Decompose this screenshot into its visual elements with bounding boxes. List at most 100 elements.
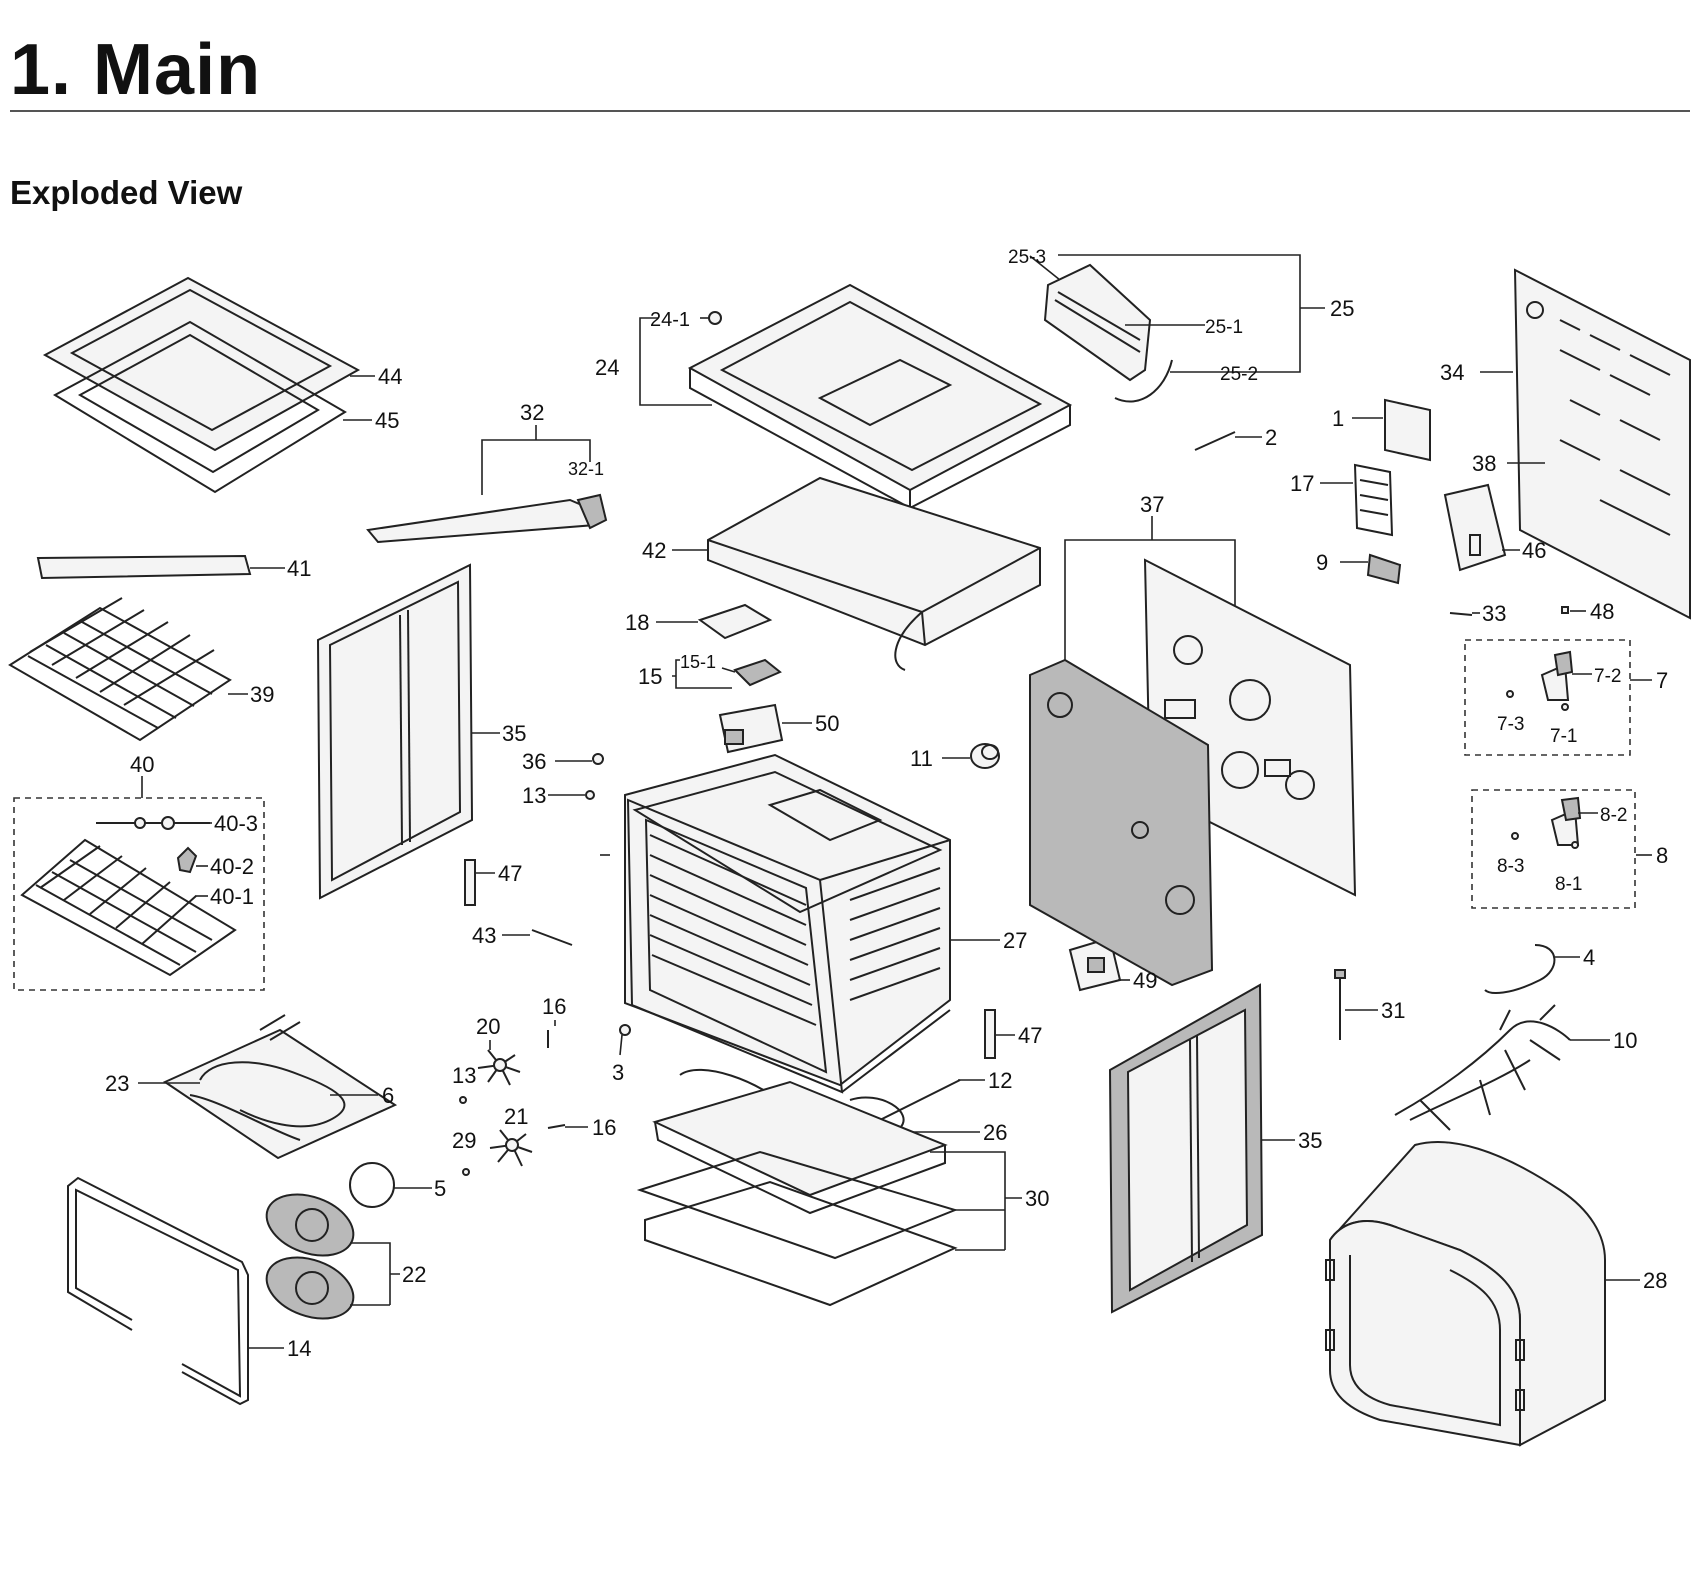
callout-41: 41 xyxy=(287,556,311,581)
callout-35-left: 35 xyxy=(502,721,526,746)
callout-48: 48 xyxy=(1590,599,1614,624)
callout-47-b: 47 xyxy=(1018,1023,1042,1048)
callout-39: 39 xyxy=(250,682,274,707)
callout-28: 28 xyxy=(1643,1268,1667,1293)
part-35-door-frame-left xyxy=(316,563,474,900)
part-50-block xyxy=(718,703,784,754)
callout-27: 27 xyxy=(1003,928,1027,953)
callout-42: 42 xyxy=(642,538,666,563)
part-43-pin xyxy=(531,929,573,946)
part-20-fan-blade xyxy=(477,1049,521,1086)
callout-12: 12 xyxy=(988,1068,1012,1093)
part-37-insulation-panel xyxy=(1029,658,1214,987)
part-36-screw xyxy=(592,753,604,765)
callout-35-right: 35 xyxy=(1298,1128,1322,1153)
part-25-2-wire xyxy=(1114,359,1173,403)
part-30-bottom-panel xyxy=(636,1080,959,1307)
callout-16-b: 16 xyxy=(592,1115,616,1140)
part-14-door-gasket xyxy=(67,1176,249,1406)
callout-50: 50 xyxy=(815,711,839,736)
page-title: 1. Main xyxy=(10,30,262,110)
title-divider xyxy=(10,110,1690,112)
callout-44: 44 xyxy=(378,364,402,389)
part-39-oven-rack xyxy=(8,597,232,742)
callout-40-3: 40-3 xyxy=(214,811,258,836)
part-29-screw xyxy=(462,1168,470,1176)
callout-25: 25 xyxy=(1330,296,1354,321)
callout-20: 20 xyxy=(476,1014,500,1039)
part-27-oven-cavity xyxy=(624,753,951,1094)
callout-25-2: 25-2 xyxy=(1220,364,1258,385)
part-12-sensor xyxy=(879,1079,961,1121)
callout-1: 1 xyxy=(1332,406,1344,431)
part-40-2-clip xyxy=(176,846,198,874)
callout-49: 49 xyxy=(1133,968,1157,993)
callout-37: 37 xyxy=(1140,492,1164,517)
part-35-door-frame-right xyxy=(1108,983,1264,1314)
callout-16-a: 16 xyxy=(542,994,566,1019)
callout-8-2: 8-2 xyxy=(1600,805,1627,826)
callout-5: 5 xyxy=(434,1176,446,1201)
callout-25-3: 25-3 xyxy=(1008,247,1046,268)
callout-24-1: 24-1 xyxy=(650,309,690,331)
part-2-sensor xyxy=(1194,431,1236,451)
part-45-glass-frame xyxy=(52,320,347,494)
part-18-bracket xyxy=(697,603,773,640)
callout-9: 9 xyxy=(1316,550,1328,575)
callout-24: 24 xyxy=(595,355,619,380)
section-title: Exploded View xyxy=(10,174,243,211)
group-8-outline xyxy=(1471,789,1636,909)
callout-3: 3 xyxy=(612,1060,624,1085)
callout-4: 4 xyxy=(1583,945,1595,970)
group-7-outline xyxy=(1464,639,1631,756)
callout-46: 46 xyxy=(1522,538,1546,563)
callout-10: 10 xyxy=(1613,1028,1637,1053)
part-34-rear-cover xyxy=(1513,268,1691,620)
part-11-knob xyxy=(970,743,1000,769)
part-3-nut xyxy=(619,1024,631,1036)
part-5-ring xyxy=(349,1162,395,1208)
callout-18: 18 xyxy=(625,610,649,635)
callout-47-a: 47 xyxy=(498,861,522,886)
callout-40: 40 xyxy=(130,752,154,777)
callout-8: 8 xyxy=(1656,843,1668,868)
callout-22: 22 xyxy=(402,1262,426,1287)
callout-36: 36 xyxy=(522,749,546,774)
part-40-3-probe xyxy=(96,816,210,830)
part-41-trim xyxy=(36,554,252,580)
callout-8-1: 8-1 xyxy=(1555,874,1582,895)
part-4-wire xyxy=(1484,944,1556,994)
part-8-hinge xyxy=(1511,796,1582,849)
callout-13-b: 13 xyxy=(452,1063,476,1088)
callout-31: 31 xyxy=(1381,998,1405,1023)
callout-25-1: 25-1 xyxy=(1205,317,1243,338)
part-25-bracket xyxy=(1043,263,1152,382)
callout-15-1: 15-1 xyxy=(680,652,716,672)
callout-32: 32 xyxy=(520,400,544,425)
part-48-nut xyxy=(1561,606,1569,614)
callout-30: 30 xyxy=(1025,1186,1049,1211)
part-21-fan-blade xyxy=(489,1129,533,1167)
callout-2: 2 xyxy=(1265,425,1277,450)
callout-7-3: 7-3 xyxy=(1497,714,1524,735)
part-16-pin-b xyxy=(547,1124,566,1129)
callout-7-2: 7-2 xyxy=(1594,666,1621,687)
callout-23: 23 xyxy=(105,1071,129,1096)
callout-labels: 44 45 41 39 40 40-3 40-2 40-1 32 32-1 35… xyxy=(105,247,1668,1361)
part-24-1-clip xyxy=(708,311,722,325)
callout-43: 43 xyxy=(472,923,496,948)
part-47-bracket-right xyxy=(984,1009,996,1059)
part-13-screw xyxy=(585,790,595,800)
callout-14: 14 xyxy=(287,1336,311,1361)
callout-29: 29 xyxy=(452,1128,476,1153)
part-24-top-frame xyxy=(687,283,1073,510)
part-46-bracket xyxy=(1443,483,1507,572)
part-17-filter xyxy=(1353,463,1394,537)
part-22-convection-cover xyxy=(265,1193,355,1320)
callout-7-1: 7-1 xyxy=(1550,726,1577,747)
callout-15: 15 xyxy=(638,664,662,689)
callout-40-1: 40-1 xyxy=(210,884,254,909)
part-15-1-sensor xyxy=(733,658,782,687)
callout-34: 34 xyxy=(1440,360,1464,385)
